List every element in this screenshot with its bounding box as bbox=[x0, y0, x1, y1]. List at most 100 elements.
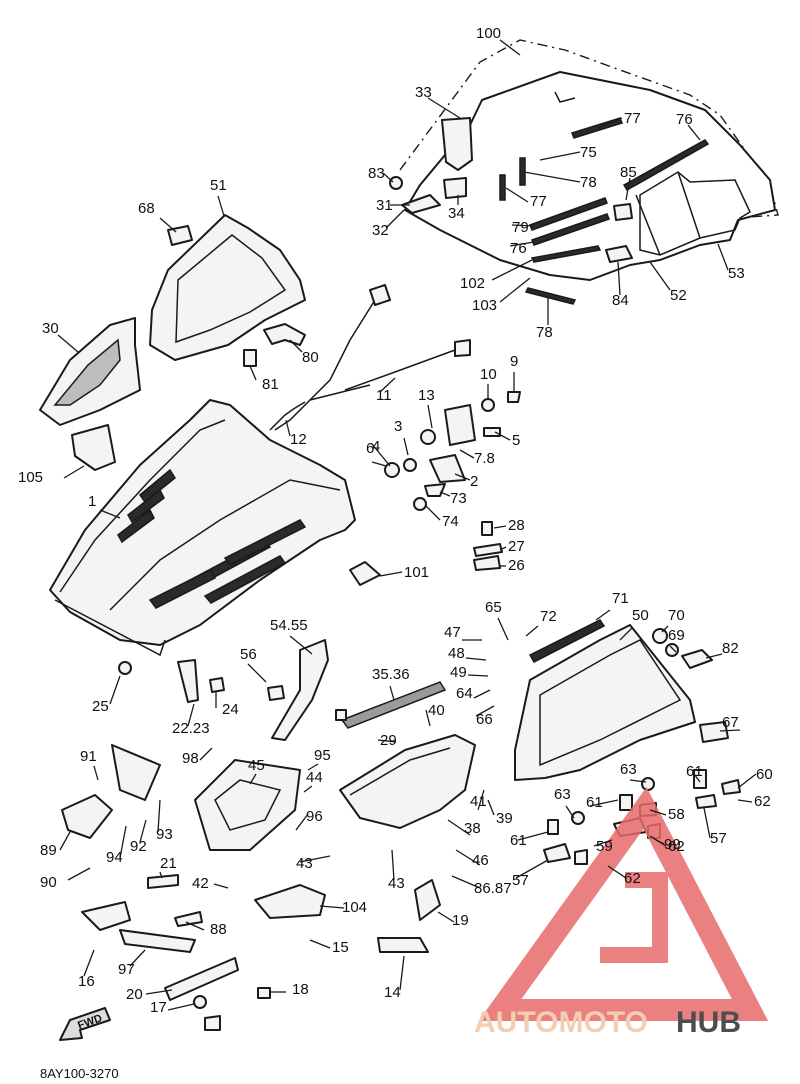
leader-line bbox=[139, 819, 147, 843]
leader-line bbox=[719, 729, 741, 732]
leader-line bbox=[199, 747, 213, 761]
leader-line bbox=[437, 911, 455, 923]
part-number-label: 22.23 bbox=[172, 720, 210, 737]
part-number-label: 91 bbox=[80, 748, 97, 765]
part-number-label: 85 bbox=[620, 164, 637, 181]
part-number-label: 2 bbox=[470, 473, 478, 490]
leader-line bbox=[565, 805, 575, 819]
part-number-label: 90 bbox=[40, 874, 57, 891]
leader-line bbox=[185, 921, 205, 931]
part-number-label: 43 bbox=[296, 855, 313, 872]
part-number-label: 16 bbox=[78, 973, 95, 990]
leader-line bbox=[299, 855, 331, 863]
part-number-label: 100 bbox=[476, 25, 501, 42]
lower-parts bbox=[61, 734, 476, 1031]
part-number-label: 20 bbox=[126, 986, 143, 1003]
leader-line bbox=[382, 172, 394, 183]
leader-line bbox=[371, 461, 387, 467]
cable-assembly bbox=[269, 284, 471, 431]
part-number-label: 93 bbox=[156, 826, 173, 843]
leader-line bbox=[247, 663, 267, 683]
leader-line bbox=[249, 365, 257, 381]
leader-line bbox=[93, 765, 99, 781]
leader-line bbox=[289, 635, 313, 655]
part-number-label: 60 bbox=[756, 766, 773, 783]
leader-line bbox=[629, 779, 647, 783]
part-number-label: 86.87 bbox=[474, 880, 512, 897]
part-number-label: 42 bbox=[192, 875, 209, 892]
leader-line bbox=[391, 849, 395, 881]
part-number-label: 78 bbox=[536, 324, 553, 341]
leader-line bbox=[505, 187, 529, 203]
leader-line bbox=[687, 124, 701, 141]
watermark-auto-text: AUTOMOTO bbox=[474, 1006, 648, 1039]
part-number-label: 98 bbox=[182, 750, 199, 767]
part-number-label: 77 bbox=[530, 193, 547, 210]
leader-line bbox=[511, 224, 535, 227]
leader-line bbox=[525, 625, 539, 637]
part-number-label: 45 bbox=[248, 757, 265, 774]
part-number-label: 76 bbox=[510, 240, 527, 257]
leader-line bbox=[467, 674, 489, 677]
leader-line bbox=[494, 431, 511, 441]
part-number-label: 105 bbox=[18, 469, 43, 486]
part-number-label: 63 bbox=[620, 761, 637, 778]
part-number-label: 94 bbox=[106, 849, 123, 866]
part-number-label: 76 bbox=[676, 111, 693, 128]
part-number-label: 47 bbox=[444, 624, 461, 641]
part-number-label: 39 bbox=[496, 810, 513, 827]
part-number-label: 70 bbox=[668, 607, 685, 624]
side-panel-51 bbox=[149, 214, 306, 367]
hood bbox=[49, 399, 381, 675]
part-number-label: 24 bbox=[222, 701, 239, 718]
svg-text:FWD: FWD bbox=[76, 1012, 104, 1032]
leader-line bbox=[371, 443, 391, 467]
side-panel-50 bbox=[514, 619, 729, 781]
part-number-label: 32 bbox=[372, 222, 389, 239]
part-number-label: 6 bbox=[366, 440, 374, 457]
leader-line bbox=[385, 209, 405, 229]
leader-line bbox=[499, 39, 521, 56]
part-number-label: 18 bbox=[292, 981, 309, 998]
leader-line bbox=[497, 617, 509, 641]
part-number-label: 61 bbox=[510, 832, 527, 849]
leader-line bbox=[703, 807, 711, 839]
part-number-label: 64 bbox=[456, 685, 473, 702]
part-number-label: 31 bbox=[376, 197, 393, 214]
diagram-code: 8AY100-3270 bbox=[40, 1066, 119, 1081]
leader-line bbox=[717, 243, 729, 271]
part-number-label: 56 bbox=[240, 646, 257, 663]
part-number-label: 11 bbox=[376, 387, 392, 404]
leader-line bbox=[119, 825, 127, 859]
part-number-label: 54.55 bbox=[270, 617, 308, 634]
leader-line bbox=[454, 473, 471, 481]
part-number-label: 101 bbox=[404, 564, 429, 581]
part-number-label: 34 bbox=[448, 205, 465, 222]
part-number-label: 58 bbox=[668, 806, 685, 823]
leader-line bbox=[451, 875, 481, 889]
leader-line bbox=[619, 627, 633, 641]
part-number-label: 71 bbox=[612, 590, 629, 607]
part-number-label: 88 bbox=[210, 921, 227, 938]
watermark-hub-text: HUB bbox=[676, 1006, 741, 1039]
part-number-label: 68 bbox=[138, 200, 155, 217]
part-number-label: 38 bbox=[464, 820, 481, 837]
part-number-label: 26 bbox=[508, 557, 525, 574]
part-number-label: 15 bbox=[332, 939, 349, 956]
part-number-label: 66 bbox=[476, 711, 493, 728]
leader-line bbox=[595, 609, 611, 621]
leader-line bbox=[187, 703, 195, 727]
leader-line bbox=[655, 839, 665, 845]
leader-line bbox=[625, 177, 631, 201]
part-number-label: 17 bbox=[150, 999, 167, 1016]
leader-line bbox=[303, 785, 313, 793]
leader-line bbox=[661, 625, 669, 633]
part-number-label: 102 bbox=[460, 275, 485, 292]
part-number-label: 52 bbox=[670, 287, 687, 304]
part-number-label: 97 bbox=[118, 961, 135, 978]
leader-line bbox=[145, 989, 173, 995]
leader-line bbox=[517, 831, 549, 841]
leader-line bbox=[379, 377, 396, 393]
